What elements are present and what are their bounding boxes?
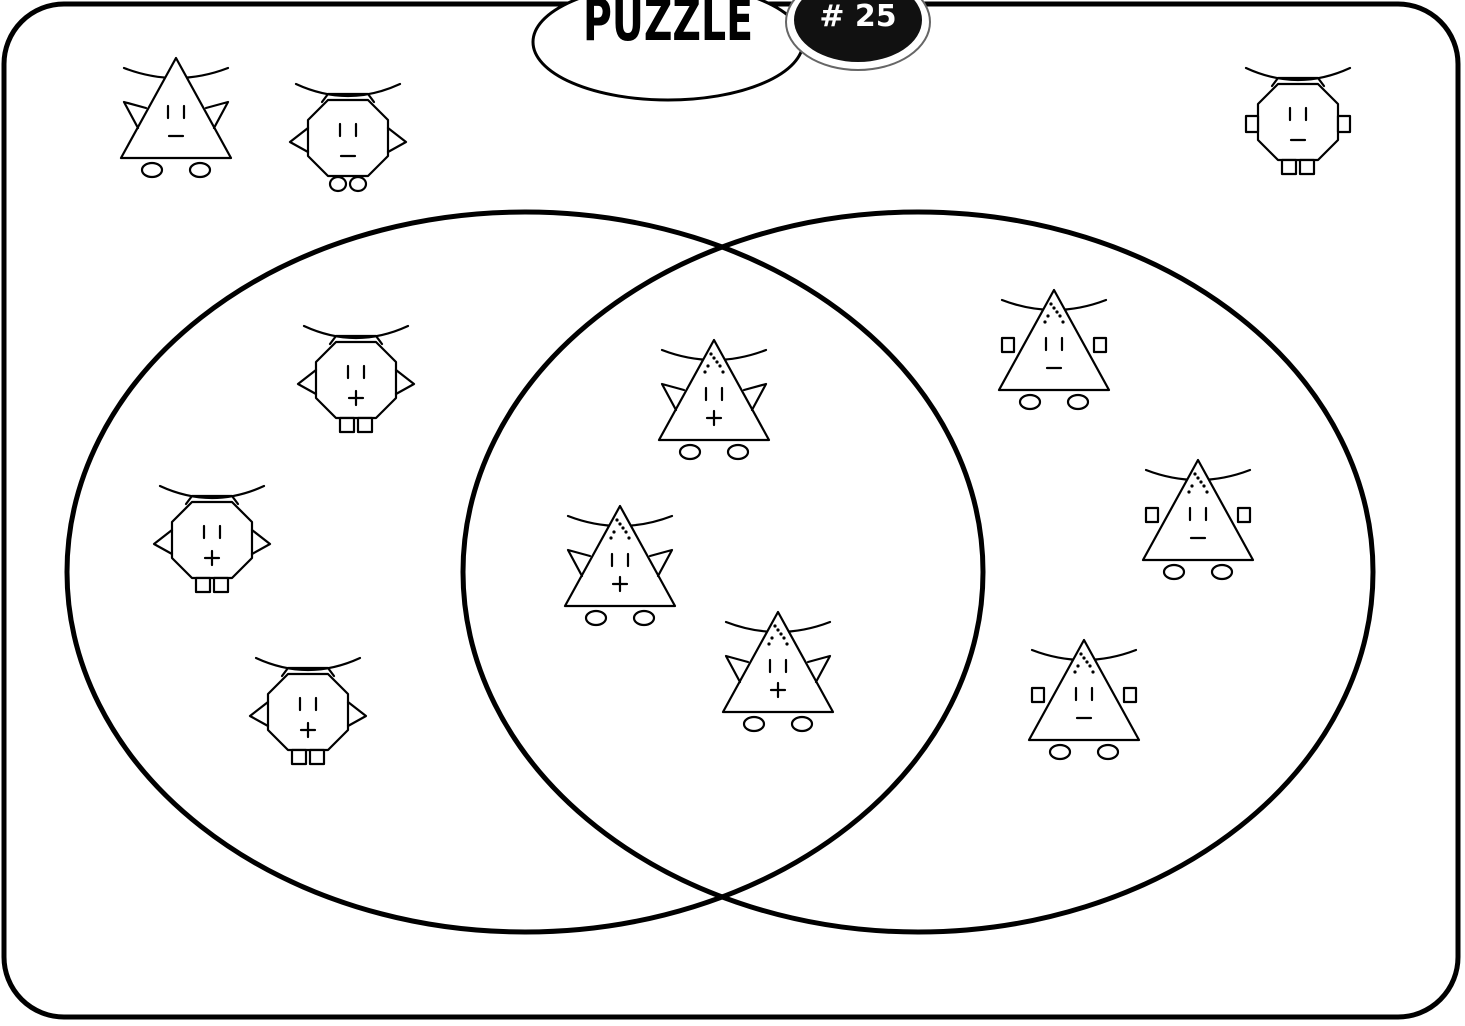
puzzle-title: PUZZLE	[583, 0, 753, 54]
title-badge: PUZZLE	[533, 0, 803, 100]
puzzle-number: # 25	[819, 0, 896, 34]
